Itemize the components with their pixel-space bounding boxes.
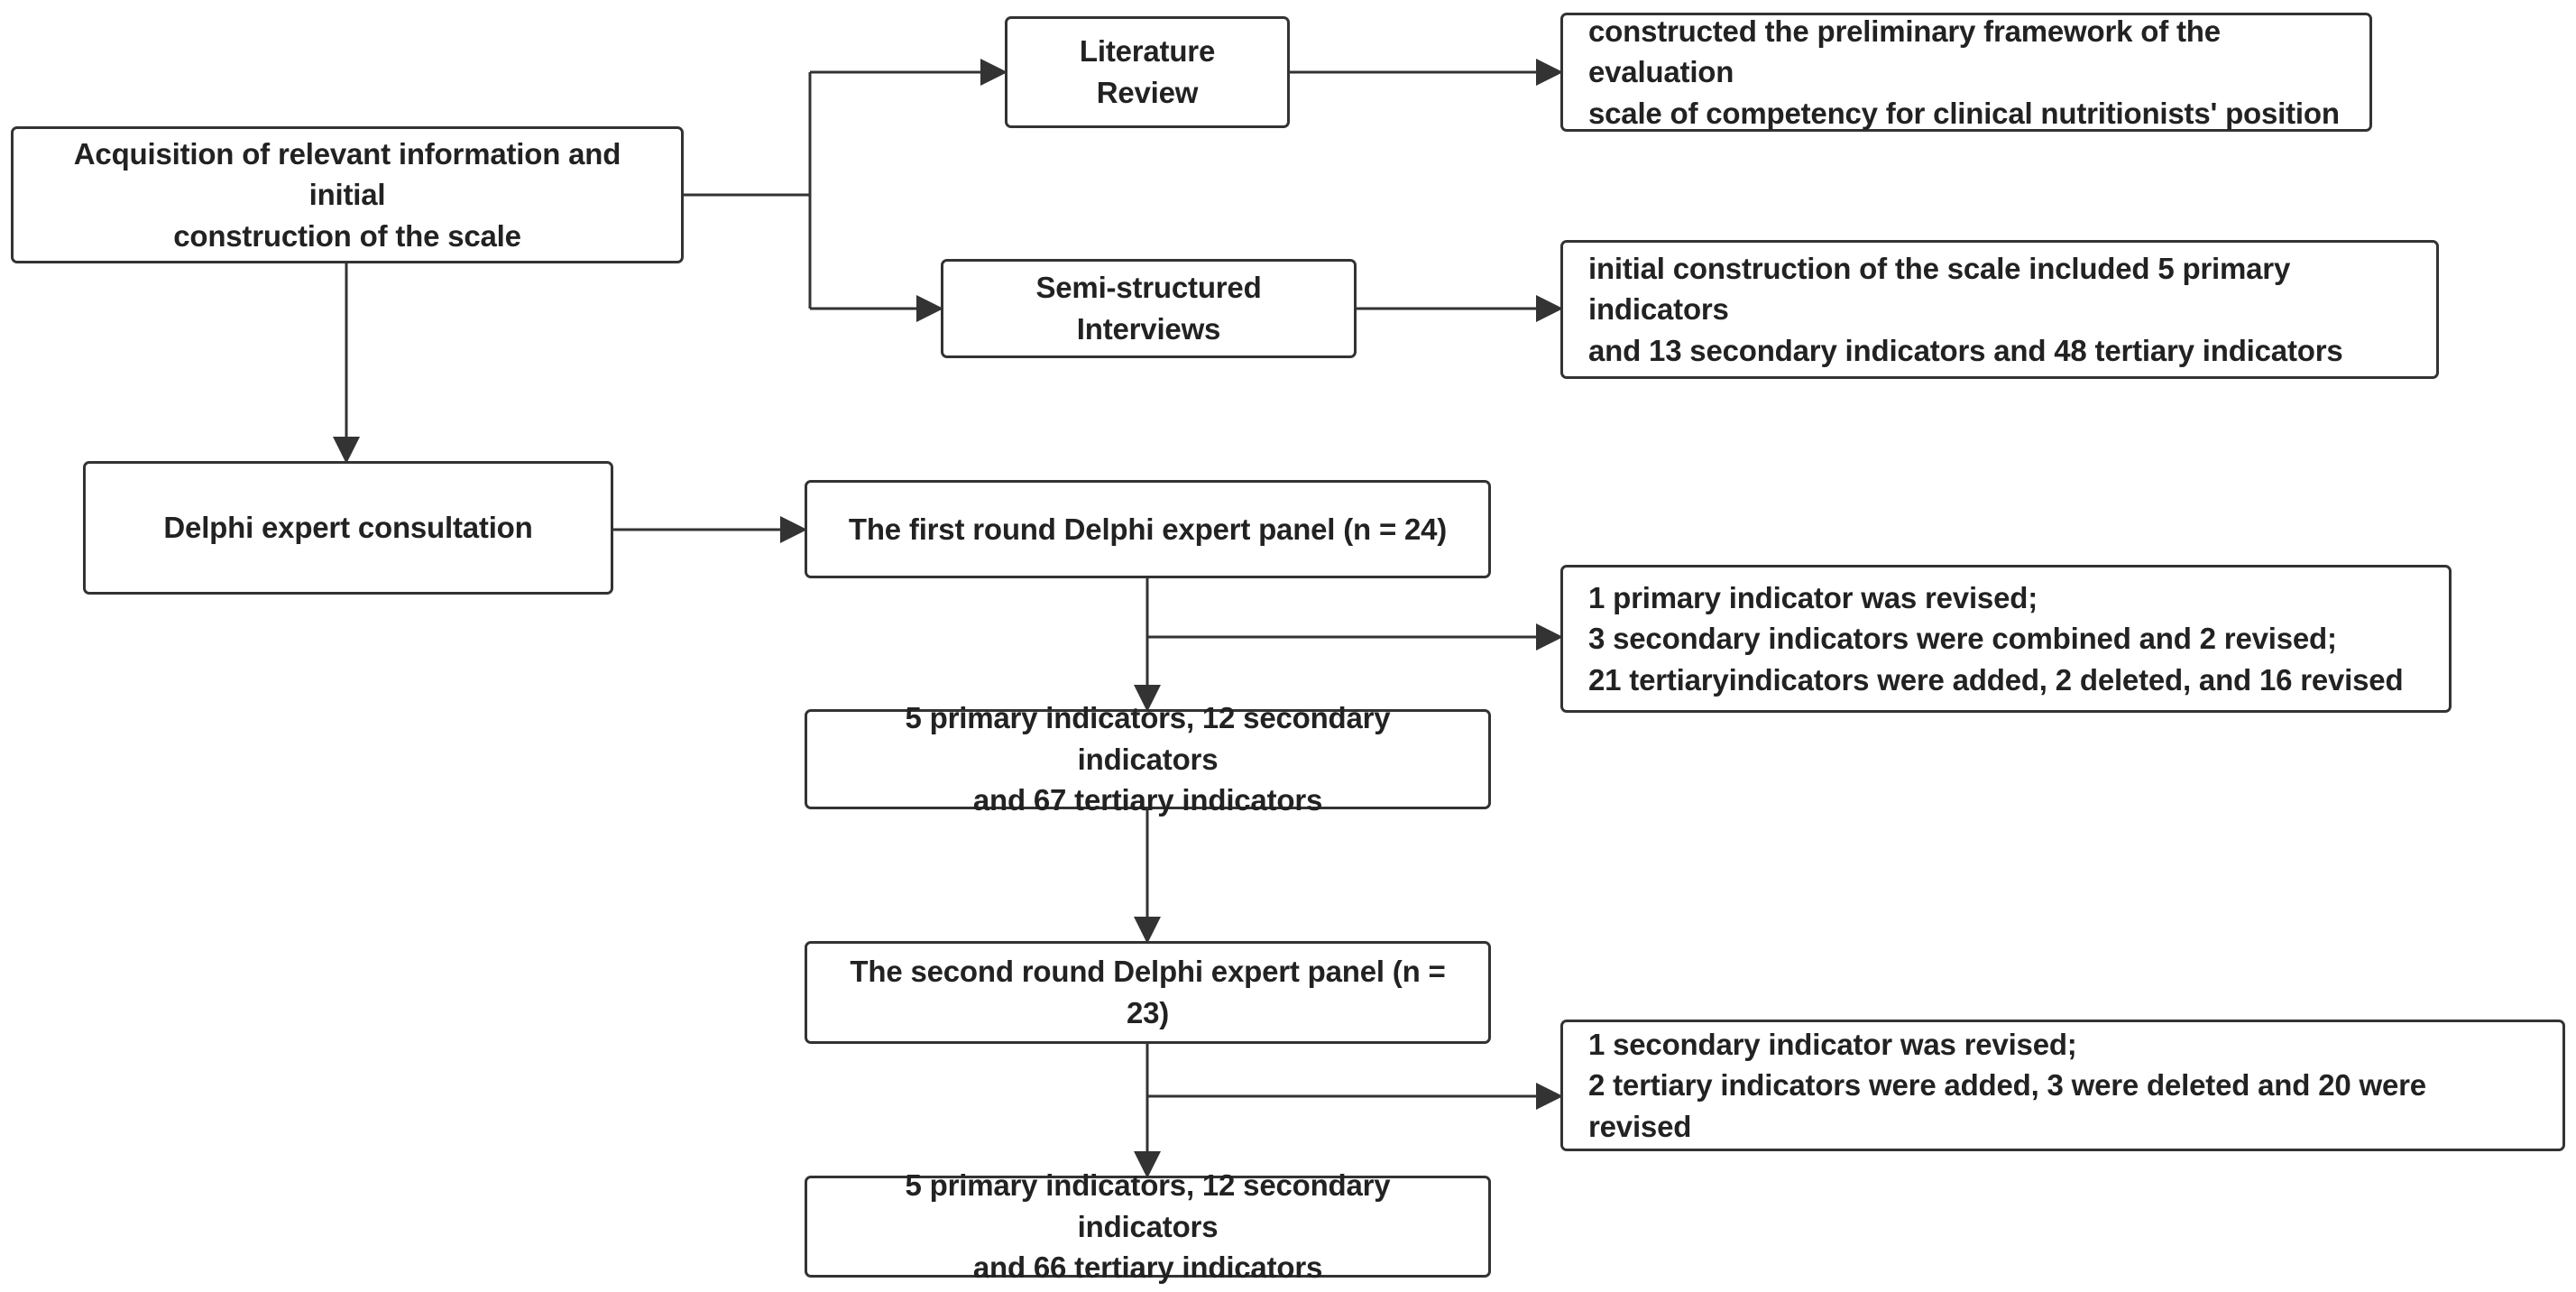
delphi-consultation-label: Delphi expert consultation xyxy=(163,511,533,545)
preliminary-framework-label: constructed the preliminary framework of… xyxy=(1588,14,2340,130)
final-result-label: 5 primary indicators, 12 secondary indic… xyxy=(905,1168,1391,1285)
after-first-round-label: 5 primary indicators, 12 secondary indic… xyxy=(905,701,1391,817)
semi-structured-interviews-box: Semi-structured Interviews xyxy=(941,259,1357,358)
second-round-changes-label: 1 secondary indicator was revised; 2 ter… xyxy=(1588,1027,2426,1143)
preliminary-framework-box: constructed the preliminary framework of… xyxy=(1560,13,2372,132)
acquisition-label: Acquisition of relevant information and … xyxy=(73,136,621,253)
first-round-panel-label: The first round Delphi expert panel (n =… xyxy=(848,512,1448,546)
acquisition-box: Acquisition of relevant information and … xyxy=(11,126,684,263)
first-round-changes-label: 1 primary indicator was revised; 3 secon… xyxy=(1588,580,2404,697)
final-result-box: 5 primary indicators, 12 secondary indic… xyxy=(805,1168,1491,1284)
after-first-round-box: 5 primary indicators, 12 secondary indic… xyxy=(805,701,1491,817)
initial-construction-label: initial construction of the scale includ… xyxy=(1588,251,2343,367)
second-round-panel-box: The second round Delphi expert panel (n … xyxy=(805,941,1491,1044)
second-round-panel-label: The second round Delphi expert panel (n … xyxy=(850,955,1446,1029)
initial-construction-box: initial construction of the scale includ… xyxy=(1560,240,2439,379)
literature-review-label: Literature Review xyxy=(1079,34,1216,109)
delphi-consultation-box: Delphi expert consultation xyxy=(83,461,613,595)
second-round-changes-box: 1 secondary indicator was revised; 2 ter… xyxy=(1560,1020,2565,1151)
first-round-panel-box: The first round Delphi expert panel (n =… xyxy=(805,480,1491,578)
semi-structured-interviews-label: Semi-structured Interviews xyxy=(1035,271,1262,346)
first-round-changes-box: 1 primary indicator was revised; 3 secon… xyxy=(1560,565,2452,713)
literature-review-box: Literature Review xyxy=(1005,16,1290,128)
